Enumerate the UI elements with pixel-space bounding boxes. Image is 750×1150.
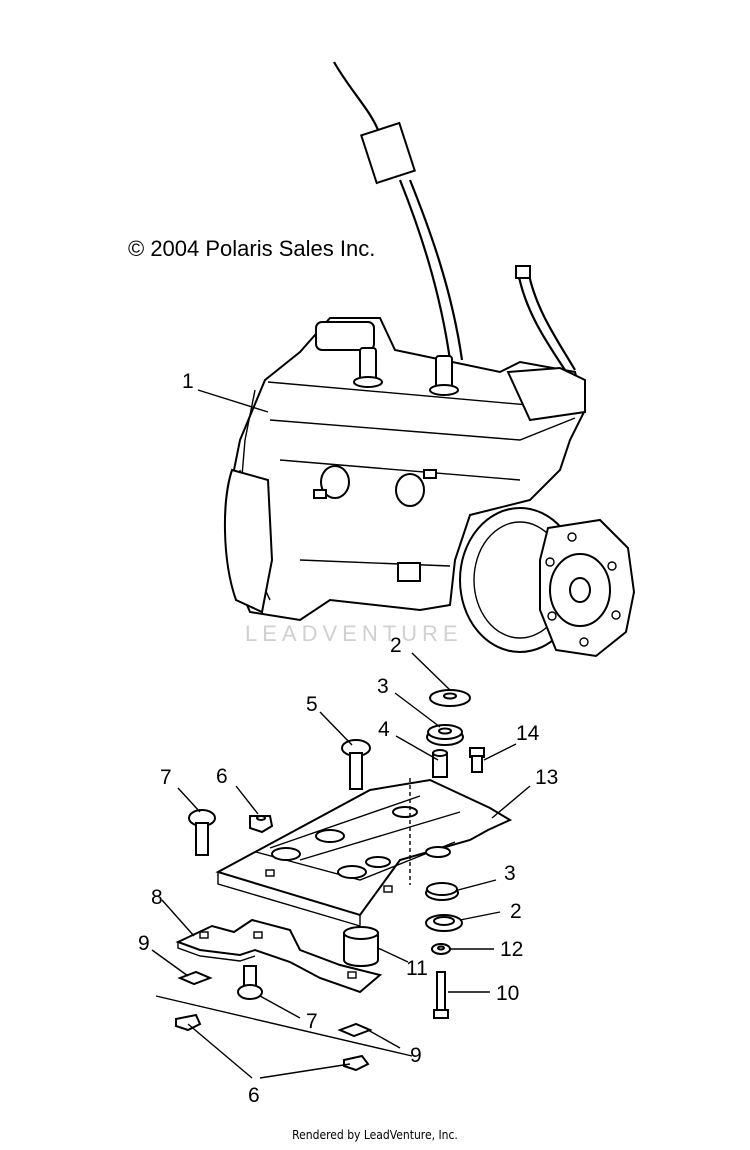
callout-6-lower: 6 — [248, 1084, 260, 1107]
callout-13: 13 — [535, 766, 558, 789]
leader-lines — [151, 389, 531, 1079]
engine-assembly — [223, 61, 636, 658]
callout-14: 14 — [516, 722, 540, 745]
bolt-10 — [433, 971, 449, 1019]
callout-9-upper: 9 — [138, 932, 150, 955]
callout-7-lower: 7 — [306, 1010, 318, 1033]
callout-10: 10 — [496, 982, 519, 1005]
shim-9-upper — [177, 970, 213, 986]
shim-9-lower — [337, 1022, 373, 1038]
axis-line — [155, 995, 413, 1057]
watermark: LEADVENTURE — [245, 621, 463, 646]
copyright-notice: © 2004 Polaris Sales Inc. — [128, 236, 376, 261]
callout-1: 1 — [182, 370, 194, 393]
callout-3-lower: 3 — [504, 862, 516, 885]
bolt-7-lower — [237, 965, 263, 1000]
callout-3-upper: 3 — [377, 675, 389, 698]
bracket-8 — [175, 918, 383, 994]
callout-11: 11 — [406, 957, 428, 980]
callout-12: 12 — [500, 938, 523, 961]
spacer-4 — [432, 749, 448, 778]
callout-4: 4 — [378, 718, 390, 741]
nut-6-lower-b — [343, 1054, 370, 1072]
bushing-3-upper — [426, 724, 464, 746]
callouts: 1 2 3 4 5 14 7 6 13 3 8 2 9 12 11 10 7 9… — [138, 370, 558, 1107]
callout-6-upper: 6 — [216, 765, 228, 788]
callout-5: 5 — [306, 693, 318, 716]
isolator-11 — [343, 926, 379, 967]
bolt-5 — [341, 739, 371, 790]
callout-7-upper: 7 — [160, 766, 172, 789]
callout-2-lower: 2 — [510, 900, 522, 923]
bushing-3-lower — [425, 882, 459, 901]
mounting-plate-13 — [215, 778, 513, 927]
nut-6-upper — [249, 815, 274, 834]
washer-2-upper — [429, 689, 471, 707]
callout-9-lower: 9 — [410, 1044, 422, 1067]
callout-8: 8 — [151, 886, 163, 909]
bolt-14 — [469, 747, 485, 773]
callout-2-upper: 2 — [390, 634, 402, 657]
nut-6-lower-a — [175, 1013, 202, 1032]
bolt-7-upper — [188, 809, 216, 856]
washer-2-lower — [425, 914, 463, 932]
washer-12 — [431, 943, 451, 955]
footer-credit: Rendered by LeadVenture, Inc. — [292, 1128, 458, 1142]
